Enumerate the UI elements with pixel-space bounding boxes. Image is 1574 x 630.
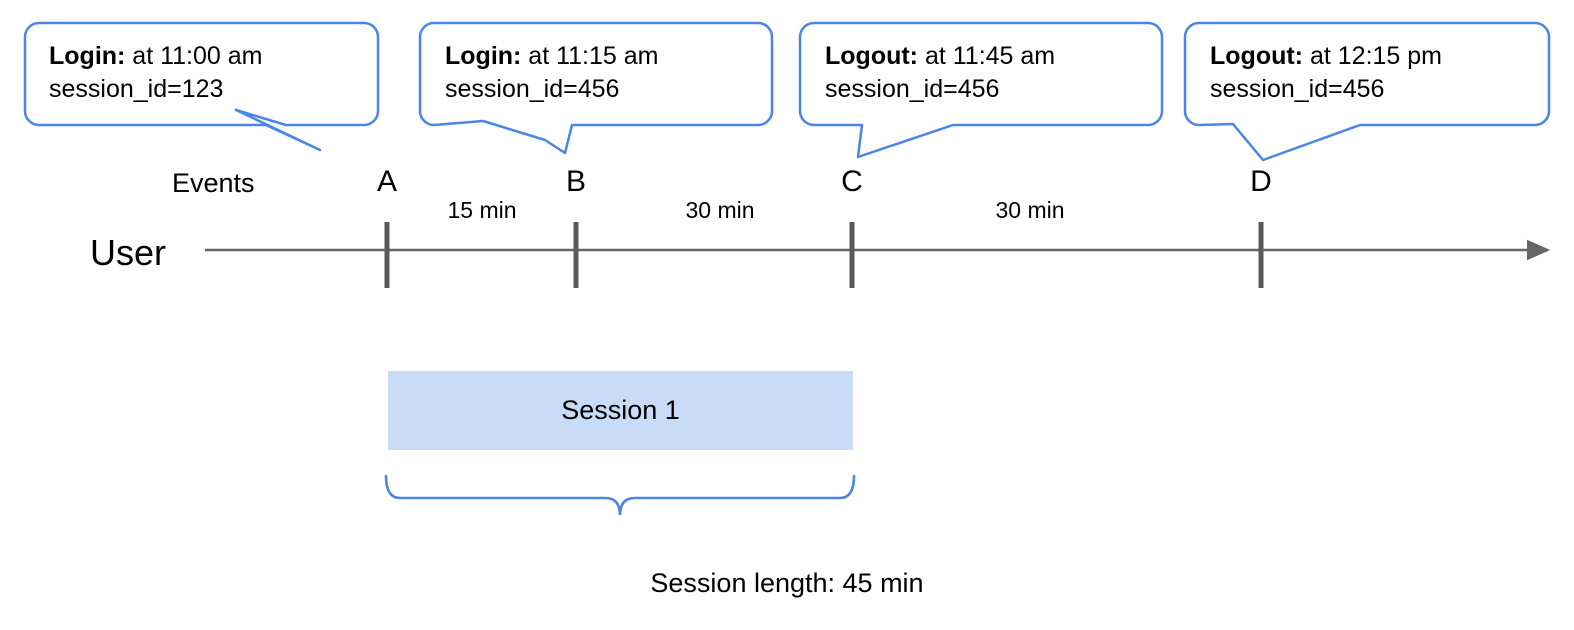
callout-bubble-d bbox=[1183, 21, 1551, 162]
callout-d-text: Logout: at 12:15 pm session_id=456 bbox=[1210, 40, 1442, 106]
session-length-caption: Session length: 45 min bbox=[650, 568, 924, 598]
session-bar-label: Session 1 bbox=[561, 395, 680, 425]
callout-b-text: Login: at 11:15 am session_id=456 bbox=[445, 40, 658, 106]
events-row-label: Events bbox=[172, 168, 255, 198]
event-marker-label-a: A bbox=[376, 165, 397, 198]
callout-bubble-a bbox=[23, 21, 380, 152]
callout-c-detail: session_id=456 bbox=[825, 75, 1000, 103]
callout-a-detail: session_id=123 bbox=[49, 75, 224, 103]
user-lane-label: User bbox=[90, 232, 167, 273]
callout-b-time: at 11:15 am bbox=[521, 42, 659, 70]
callout-bubble-c bbox=[798, 21, 1164, 159]
event-marker-label-b: B bbox=[565, 165, 586, 198]
callout-b-detail: session_id=456 bbox=[445, 75, 620, 103]
session-brace bbox=[384, 474, 856, 516]
callout-a-title: Login: bbox=[49, 42, 126, 70]
callout-bubble-b bbox=[418, 21, 774, 155]
event-marker-label-c: C bbox=[841, 165, 863, 198]
callout-d-title: Logout: bbox=[1210, 42, 1304, 70]
interval-label-b-c: 30 min bbox=[685, 197, 755, 223]
callout-a-time: at 11:00 am bbox=[125, 42, 263, 70]
callout-c-text: Logout: at 11:45 am session_id=456 bbox=[825, 40, 1055, 106]
callout-a-text: Login: at 11:00 am session_id=123 bbox=[49, 40, 262, 106]
session-bar: Session 1 bbox=[388, 371, 853, 450]
interval-label-c-d: 30 min bbox=[995, 197, 1065, 223]
interval-label-a-b: 15 min bbox=[447, 197, 517, 223]
callout-b-title: Login: bbox=[445, 42, 522, 70]
callout-c-title: Logout: bbox=[825, 42, 919, 70]
event-marker-label-d: D bbox=[1250, 165, 1272, 198]
callout-d-detail: session_id=456 bbox=[1210, 75, 1385, 103]
callout-c-time: at 11:45 am bbox=[918, 42, 1056, 70]
callout-d-time: at 12:15 pm bbox=[1303, 42, 1442, 70]
